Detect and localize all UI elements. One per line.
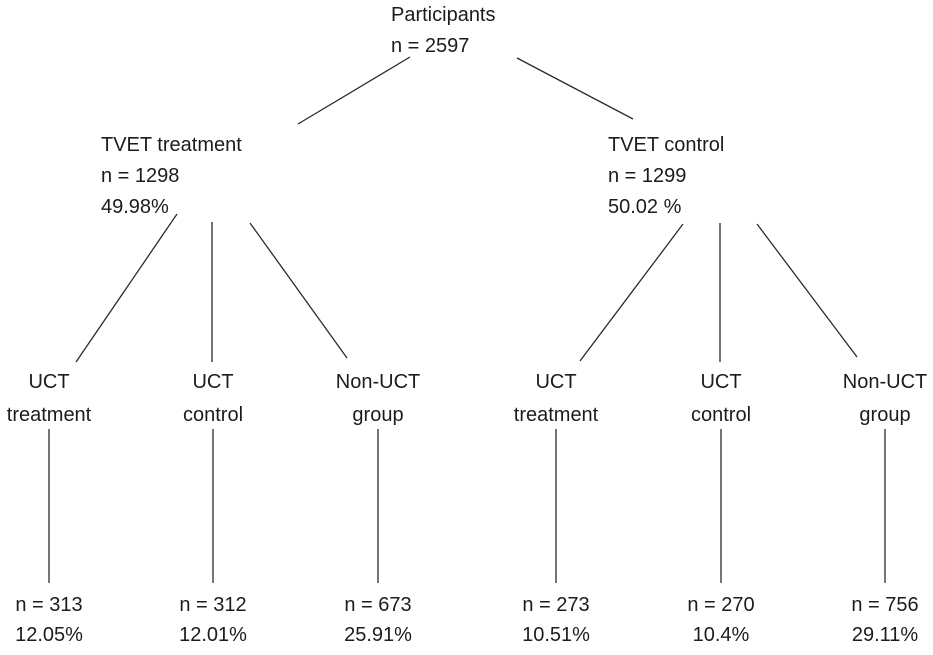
- edge-tvet-control-to-non-uct: [756, 223, 858, 358]
- leaf-pct: 12.05%: [15, 624, 83, 646]
- group-label-line1: UCT: [700, 371, 742, 393]
- group-label-line1: UCT: [535, 371, 577, 393]
- edge-root-to-tvet-control: [516, 57, 634, 120]
- node-left-uct-treatment: UCT treatment: [7, 366, 91, 432]
- group-label-line2: treatment: [513, 404, 599, 426]
- node-tvet-treatment-pct: 49.98%: [101, 196, 169, 218]
- leaf-n: n = 273: [522, 594, 590, 616]
- leaf-left-non-uct-group: n = 673 25.91%: [344, 590, 412, 650]
- node-tvet-control-label: TVET control: [608, 134, 725, 156]
- group-label-line2: treatment: [6, 404, 92, 426]
- node-participants: Participants n = 2597: [391, 0, 496, 62]
- group-label-line1: UCT: [28, 371, 70, 393]
- leaf-n: n = 756: [851, 594, 919, 616]
- leaf-pct: 10.4%: [692, 624, 750, 646]
- node-tvet-treatment-n: n = 1298: [101, 165, 180, 187]
- node-tvet-control-pct: 50.02 %: [608, 196, 682, 218]
- node-tvet-control: TVET control n = 1299 50.02 %: [608, 130, 724, 223]
- leaf-pct: 12.01%: [179, 624, 247, 646]
- group-label-line2: group: [352, 404, 404, 426]
- node-tvet-control-n: n = 1299: [608, 165, 687, 187]
- leaf-pct: 25.91%: [344, 624, 412, 646]
- edge-tvet-treatment-to-non-uct: [249, 222, 348, 359]
- leaf-left-uct-control: n = 312 12.01%: [179, 590, 247, 650]
- leaf-n: n = 673: [344, 594, 412, 616]
- node-participants-label: Participants: [391, 4, 496, 26]
- leaf-right-uct-treatment: n = 273 10.51%: [522, 590, 590, 650]
- node-participants-n: n = 2597: [391, 35, 470, 57]
- leaf-right-uct-control: n = 270 10.4%: [687, 590, 754, 650]
- leaf-n: n = 270: [687, 594, 755, 616]
- edge-tvet-treatment-to-uct-treatment: [75, 213, 178, 363]
- leaf-pct: 10.51%: [522, 624, 590, 646]
- edge-tvet-control-to-uct-treatment: [579, 223, 684, 362]
- node-left-non-uct-group: Non-UCT group: [336, 366, 420, 432]
- leaf-n: n = 312: [179, 594, 247, 616]
- node-right-uct-control: UCT control: [691, 366, 751, 432]
- group-label-line2: control: [182, 404, 244, 426]
- group-label-line2: control: [690, 404, 752, 426]
- node-tvet-treatment: TVET treatment n = 1298 49.98%: [101, 130, 242, 223]
- node-right-uct-treatment: UCT treatment: [514, 366, 598, 432]
- group-label-line1: Non-UCT: [335, 371, 421, 393]
- node-right-non-uct-group: Non-UCT group: [843, 366, 927, 432]
- leaf-n: n = 313: [15, 594, 83, 616]
- leaf-pct: 29.11%: [851, 624, 919, 646]
- leaf-left-uct-treatment: n = 313 12.05%: [15, 590, 83, 650]
- group-label-line2: group: [859, 404, 911, 426]
- node-left-uct-control: UCT control: [183, 366, 243, 432]
- group-label-line1: UCT: [192, 371, 234, 393]
- edge-root-to-tvet-treatment: [297, 56, 411, 125]
- node-tvet-treatment-label: TVET treatment: [101, 134, 242, 156]
- leaf-right-non-uct-group: n = 756 29.11%: [851, 590, 918, 650]
- group-label-line1: Non-UCT: [842, 371, 928, 393]
